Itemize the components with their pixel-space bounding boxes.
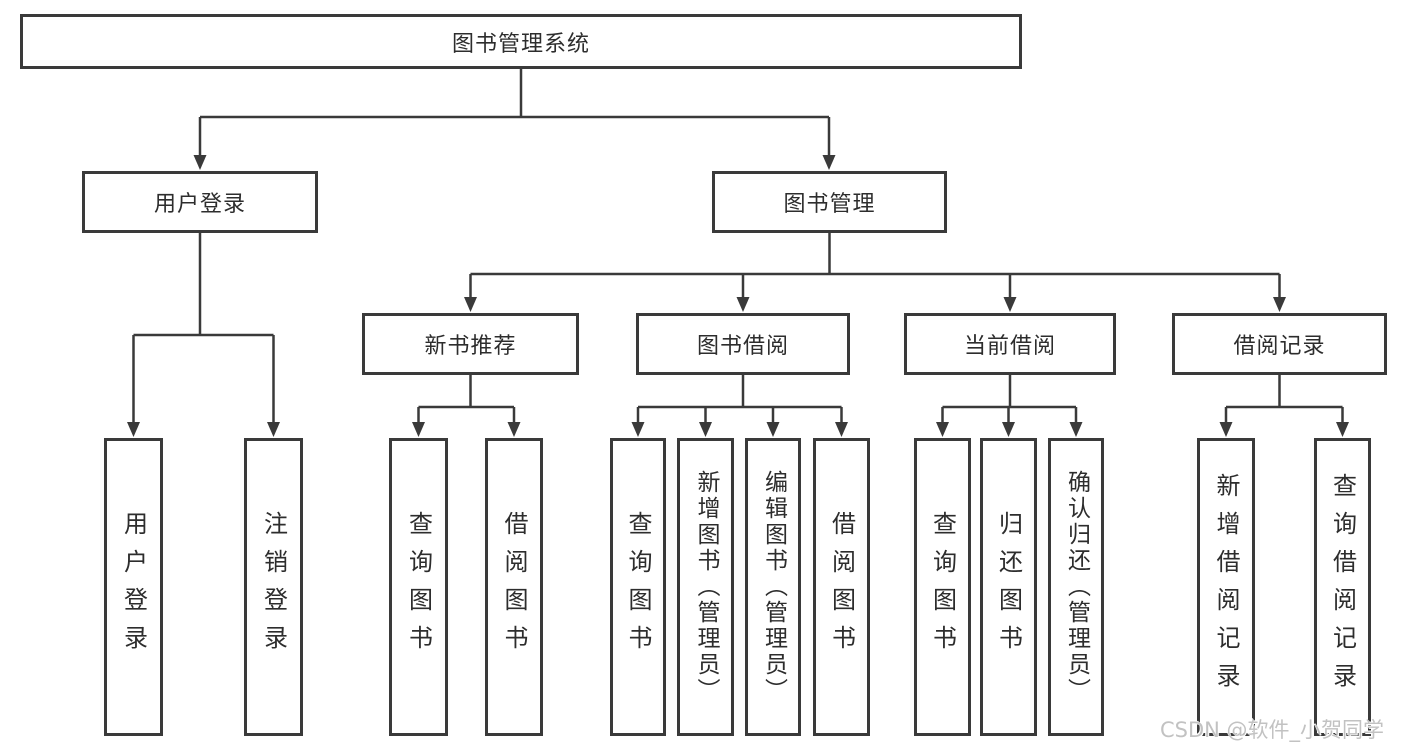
node-label-confirm-return-admin: 确认归还（管理员） bbox=[1063, 470, 1090, 704]
arrowhead bbox=[766, 422, 780, 437]
arrowhead bbox=[936, 422, 949, 437]
node-label-query-books-borrowing: 查询图书 bbox=[624, 511, 652, 663]
arrowhead bbox=[1273, 297, 1286, 312]
node-label-query-books-current: 查询图书 bbox=[928, 511, 957, 663]
node-user-login: 用户登录 bbox=[82, 171, 318, 233]
arrowhead bbox=[464, 297, 477, 312]
node-return-books: 归还图书 bbox=[980, 438, 1037, 736]
arrowhead bbox=[127, 422, 140, 437]
connector-1 bbox=[127, 233, 280, 437]
arrowhead bbox=[822, 155, 836, 170]
node-label-edit-books-admin: 编辑图书（管理员） bbox=[760, 470, 787, 704]
node-label-new-book-recommend: 新书推荐 bbox=[424, 334, 517, 359]
arrowhead bbox=[631, 422, 645, 437]
connector-0 bbox=[193, 69, 836, 170]
node-label-current-borrowing: 当前借阅 bbox=[963, 334, 1056, 359]
node-label-borrow-books-recommend: 借阅图书 bbox=[500, 511, 528, 663]
node-current-borrowing: 当前借阅 bbox=[904, 313, 1116, 375]
arrowhead bbox=[699, 422, 712, 437]
watermark: CSDN @软件_小贺同学 bbox=[1160, 718, 1385, 742]
node-label-user-login-leaf: 用户登录 bbox=[119, 511, 148, 663]
node-label-query-books-recommend: 查询图书 bbox=[404, 511, 433, 663]
node-query-books-current: 查询图书 bbox=[914, 438, 971, 736]
node-label-return-books: 归还图书 bbox=[994, 511, 1023, 663]
connector-5 bbox=[936, 375, 1083, 437]
connector-3 bbox=[412, 375, 521, 437]
arrowhead bbox=[835, 422, 848, 437]
arrowhead bbox=[1219, 422, 1233, 437]
node-book-borrowing: 图书借阅 bbox=[636, 313, 850, 375]
node-label-logout: 注销登录 bbox=[259, 511, 288, 663]
arrowhead bbox=[1002, 422, 1015, 437]
arrowhead bbox=[193, 155, 207, 170]
node-user-login-leaf: 用户登录 bbox=[104, 438, 163, 736]
node-label-query-borrow-record: 查询借阅记录 bbox=[1328, 473, 1357, 701]
node-book-management: 图书管理 bbox=[712, 171, 947, 233]
connector-4 bbox=[631, 375, 848, 437]
node-label-root: 图书管理系统 bbox=[451, 31, 590, 57]
node-borrow-books-recommend: 借阅图书 bbox=[485, 438, 543, 736]
node-query-borrow-record: 查询借阅记录 bbox=[1314, 438, 1371, 736]
node-label-user-login: 用户登录 bbox=[153, 192, 246, 217]
arrowhead bbox=[736, 297, 750, 312]
node-borrow-books: 借阅图书 bbox=[813, 438, 870, 736]
arrowhead bbox=[267, 422, 280, 437]
node-add-books-admin: 新增图书（管理员） bbox=[677, 438, 734, 736]
node-query-books-recommend: 查询图书 bbox=[389, 438, 448, 736]
node-add-borrow-record: 新增借阅记录 bbox=[1197, 438, 1255, 736]
node-confirm-return-admin: 确认归还（管理员） bbox=[1048, 438, 1104, 736]
arrowhead bbox=[1069, 422, 1083, 437]
node-label-borrowing-records: 借阅记录 bbox=[1233, 334, 1326, 359]
arrowhead bbox=[507, 422, 521, 437]
node-label-add-books-admin: 新增图书（管理员） bbox=[693, 470, 719, 704]
arrowhead bbox=[412, 422, 425, 437]
node-label-book-management: 图书管理 bbox=[783, 192, 876, 217]
node-logout: 注销登录 bbox=[244, 438, 303, 736]
node-root: 图书管理系统 bbox=[20, 14, 1022, 69]
connector-6 bbox=[1219, 375, 1349, 437]
arrowhead bbox=[1003, 297, 1017, 312]
node-borrowing-records: 借阅记录 bbox=[1172, 313, 1387, 375]
connector-2 bbox=[464, 233, 1286, 312]
node-edit-books-admin: 编辑图书（管理员） bbox=[745, 438, 801, 736]
node-label-add-borrow-record: 新增借阅记录 bbox=[1212, 473, 1240, 701]
node-new-book-recommend: 新书推荐 bbox=[362, 313, 579, 375]
node-query-books-borrowing: 查询图书 bbox=[610, 438, 666, 736]
node-label-borrow-books: 借阅图书 bbox=[827, 511, 856, 663]
arrowhead bbox=[1336, 422, 1349, 437]
node-label-book-borrowing: 图书借阅 bbox=[696, 334, 789, 359]
